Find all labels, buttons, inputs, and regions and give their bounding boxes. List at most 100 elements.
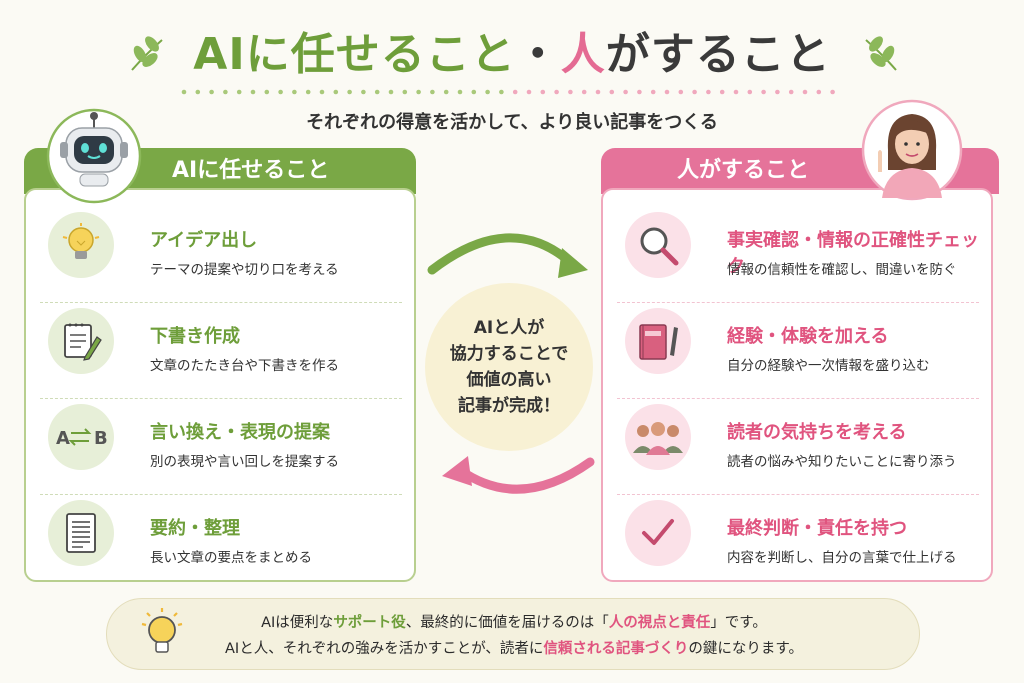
divider-dot xyxy=(319,89,325,95)
book-pen-icon xyxy=(625,308,691,374)
divider-dot xyxy=(719,89,725,95)
summary-line-2: AIと人、それぞれの強みを活かすことが、読者に信頼される記事づくりの鍵になります… xyxy=(225,641,803,657)
list-item: 最終判断・責任を持つ 内容を判断し、自分の言葉で仕上げる xyxy=(603,486,991,582)
divider xyxy=(40,398,402,399)
divider-dot xyxy=(664,89,670,95)
summary-banner: AIは便利なサポート役、最終的に価値を届けるのは「人の視点と責任」です。 AIと… xyxy=(106,598,920,670)
divider-dot xyxy=(402,89,408,95)
divider-dot xyxy=(581,89,587,95)
divider-dot xyxy=(250,89,256,95)
collaboration-circle: AIと人が 協力することで 価値の高い 記事が完成！ xyxy=(425,283,593,451)
item-title: 経験・体験を加える xyxy=(727,326,889,347)
item-desc: 長い文章の要点をまとめる xyxy=(150,550,312,566)
item-desc: テーマの提案や切り口を考える xyxy=(150,262,339,278)
divider xyxy=(40,494,402,495)
page-title: AIに任せること・人がすること xyxy=(193,29,831,80)
divider-dot xyxy=(333,89,339,95)
notepad-pencil-icon xyxy=(48,308,114,374)
divider-dot xyxy=(499,89,504,95)
list-item: 経験・体験を加える 自分の経験や一次情報を盛り込む xyxy=(603,294,991,390)
divider-dot xyxy=(554,89,559,95)
svg-text:A: A xyxy=(56,428,70,449)
item-title: 言い換え・表現の提案 xyxy=(150,422,330,443)
lightbulb-icon xyxy=(48,212,114,278)
divider-dot xyxy=(595,89,601,95)
center-line: 価値の高い xyxy=(466,370,552,390)
divider-dot xyxy=(747,89,753,95)
dotted-divider xyxy=(181,89,835,95)
divider-dot xyxy=(788,89,794,95)
divider-dot xyxy=(181,89,187,95)
divider-dot xyxy=(830,89,835,95)
divider-dot xyxy=(374,89,380,95)
lightbulb-icon xyxy=(141,608,183,653)
divider-dot xyxy=(540,89,546,95)
divider xyxy=(617,398,979,399)
item-title: 事実確認・情報の正確性チェック xyxy=(727,230,979,277)
leaf-icon xyxy=(131,36,163,71)
divider-dot xyxy=(637,89,642,95)
divider-dot xyxy=(485,89,490,95)
item-title: 下書き作成 xyxy=(150,326,240,347)
divider xyxy=(617,302,979,303)
divider-dot xyxy=(236,89,242,95)
center-line: 記事が完成！ xyxy=(458,396,560,416)
item-title: アイデア出し xyxy=(150,230,258,251)
center-line: 協力することで xyxy=(449,344,569,364)
ai-tasks-panel: アイデア出し テーマの提案や切り口を考える 下書き作成 文章のたたき台や下書きを… xyxy=(24,188,416,582)
divider-dot xyxy=(692,89,697,95)
divider-dot xyxy=(305,89,311,95)
people-icon xyxy=(625,404,691,470)
human-tasks-panel: 事実確認・情報の正確性チェック 情報の信頼性を確認し、間違いを防ぐ 経験・体験を… xyxy=(601,188,993,582)
item-desc: 内容を判断し、自分の言葉で仕上げる xyxy=(727,550,957,566)
list-item: 要約・整理 長い文章の要点をまとめる xyxy=(26,486,414,582)
item-desc: 自分の経験や一次情報を盛り込む xyxy=(727,358,930,374)
divider-dot xyxy=(802,89,808,95)
divider-dot xyxy=(361,89,366,95)
document-icon xyxy=(48,500,114,566)
divider-dot xyxy=(388,89,394,95)
divider-dot xyxy=(416,89,421,95)
cycle-arrows xyxy=(427,233,595,494)
divider-dot xyxy=(761,89,766,95)
magnifier-icon xyxy=(625,212,691,278)
item-title: 最終判断・責任を持つ xyxy=(727,518,907,539)
divider-dot xyxy=(457,89,463,95)
robot-icon xyxy=(46,108,142,204)
divider-dot xyxy=(650,89,656,95)
divider-dot xyxy=(471,89,477,95)
item-desc: 情報の信頼性を確認し、間違いを防ぐ xyxy=(727,262,957,278)
svg-text:B: B xyxy=(94,428,108,449)
woman-avatar-icon xyxy=(861,99,963,201)
divider-dot xyxy=(568,89,573,95)
checkmark-icon xyxy=(625,500,691,566)
divider-dot xyxy=(678,89,684,95)
subtitle: それぞれの得意を活かして、より良い記事をつくる xyxy=(306,112,718,133)
divider xyxy=(617,494,979,495)
divider-dot xyxy=(609,89,615,95)
divider-dot xyxy=(430,89,435,95)
divider-dot xyxy=(733,89,739,95)
item-desc: 別の表現や言い回しを提案する xyxy=(150,454,339,470)
divider-dot xyxy=(775,89,780,95)
divider-dot xyxy=(209,89,214,95)
divider-dot xyxy=(278,89,283,95)
summary-line-1: AIは便利なサポート役、最終的に価値を届けるのは「人の視点と責任」です。 xyxy=(261,615,767,631)
divider-dot xyxy=(706,89,711,95)
list-item: アイデア出し テーマの提案や切り口を考える xyxy=(26,198,414,294)
divider-dot xyxy=(195,89,201,95)
list-item: 下書き作成 文章のたたき台や下書きを作る xyxy=(26,294,414,390)
divider-dot xyxy=(526,89,532,95)
center-line: AIと人が xyxy=(473,318,545,338)
leaf-icon xyxy=(865,36,897,71)
divider-dot xyxy=(292,89,297,95)
divider-dot xyxy=(347,89,352,95)
item-title: 要約・整理 xyxy=(150,518,240,539)
item-desc: 読者の悩みや知りたいことに寄り添う xyxy=(727,454,957,470)
list-item: 事実確認・情報の正確性チェック 情報の信頼性を確認し、間違いを防ぐ xyxy=(603,198,991,294)
divider xyxy=(40,302,402,303)
divider-dot xyxy=(512,89,518,95)
item-title: 読者の気持ちを考える xyxy=(727,422,907,443)
